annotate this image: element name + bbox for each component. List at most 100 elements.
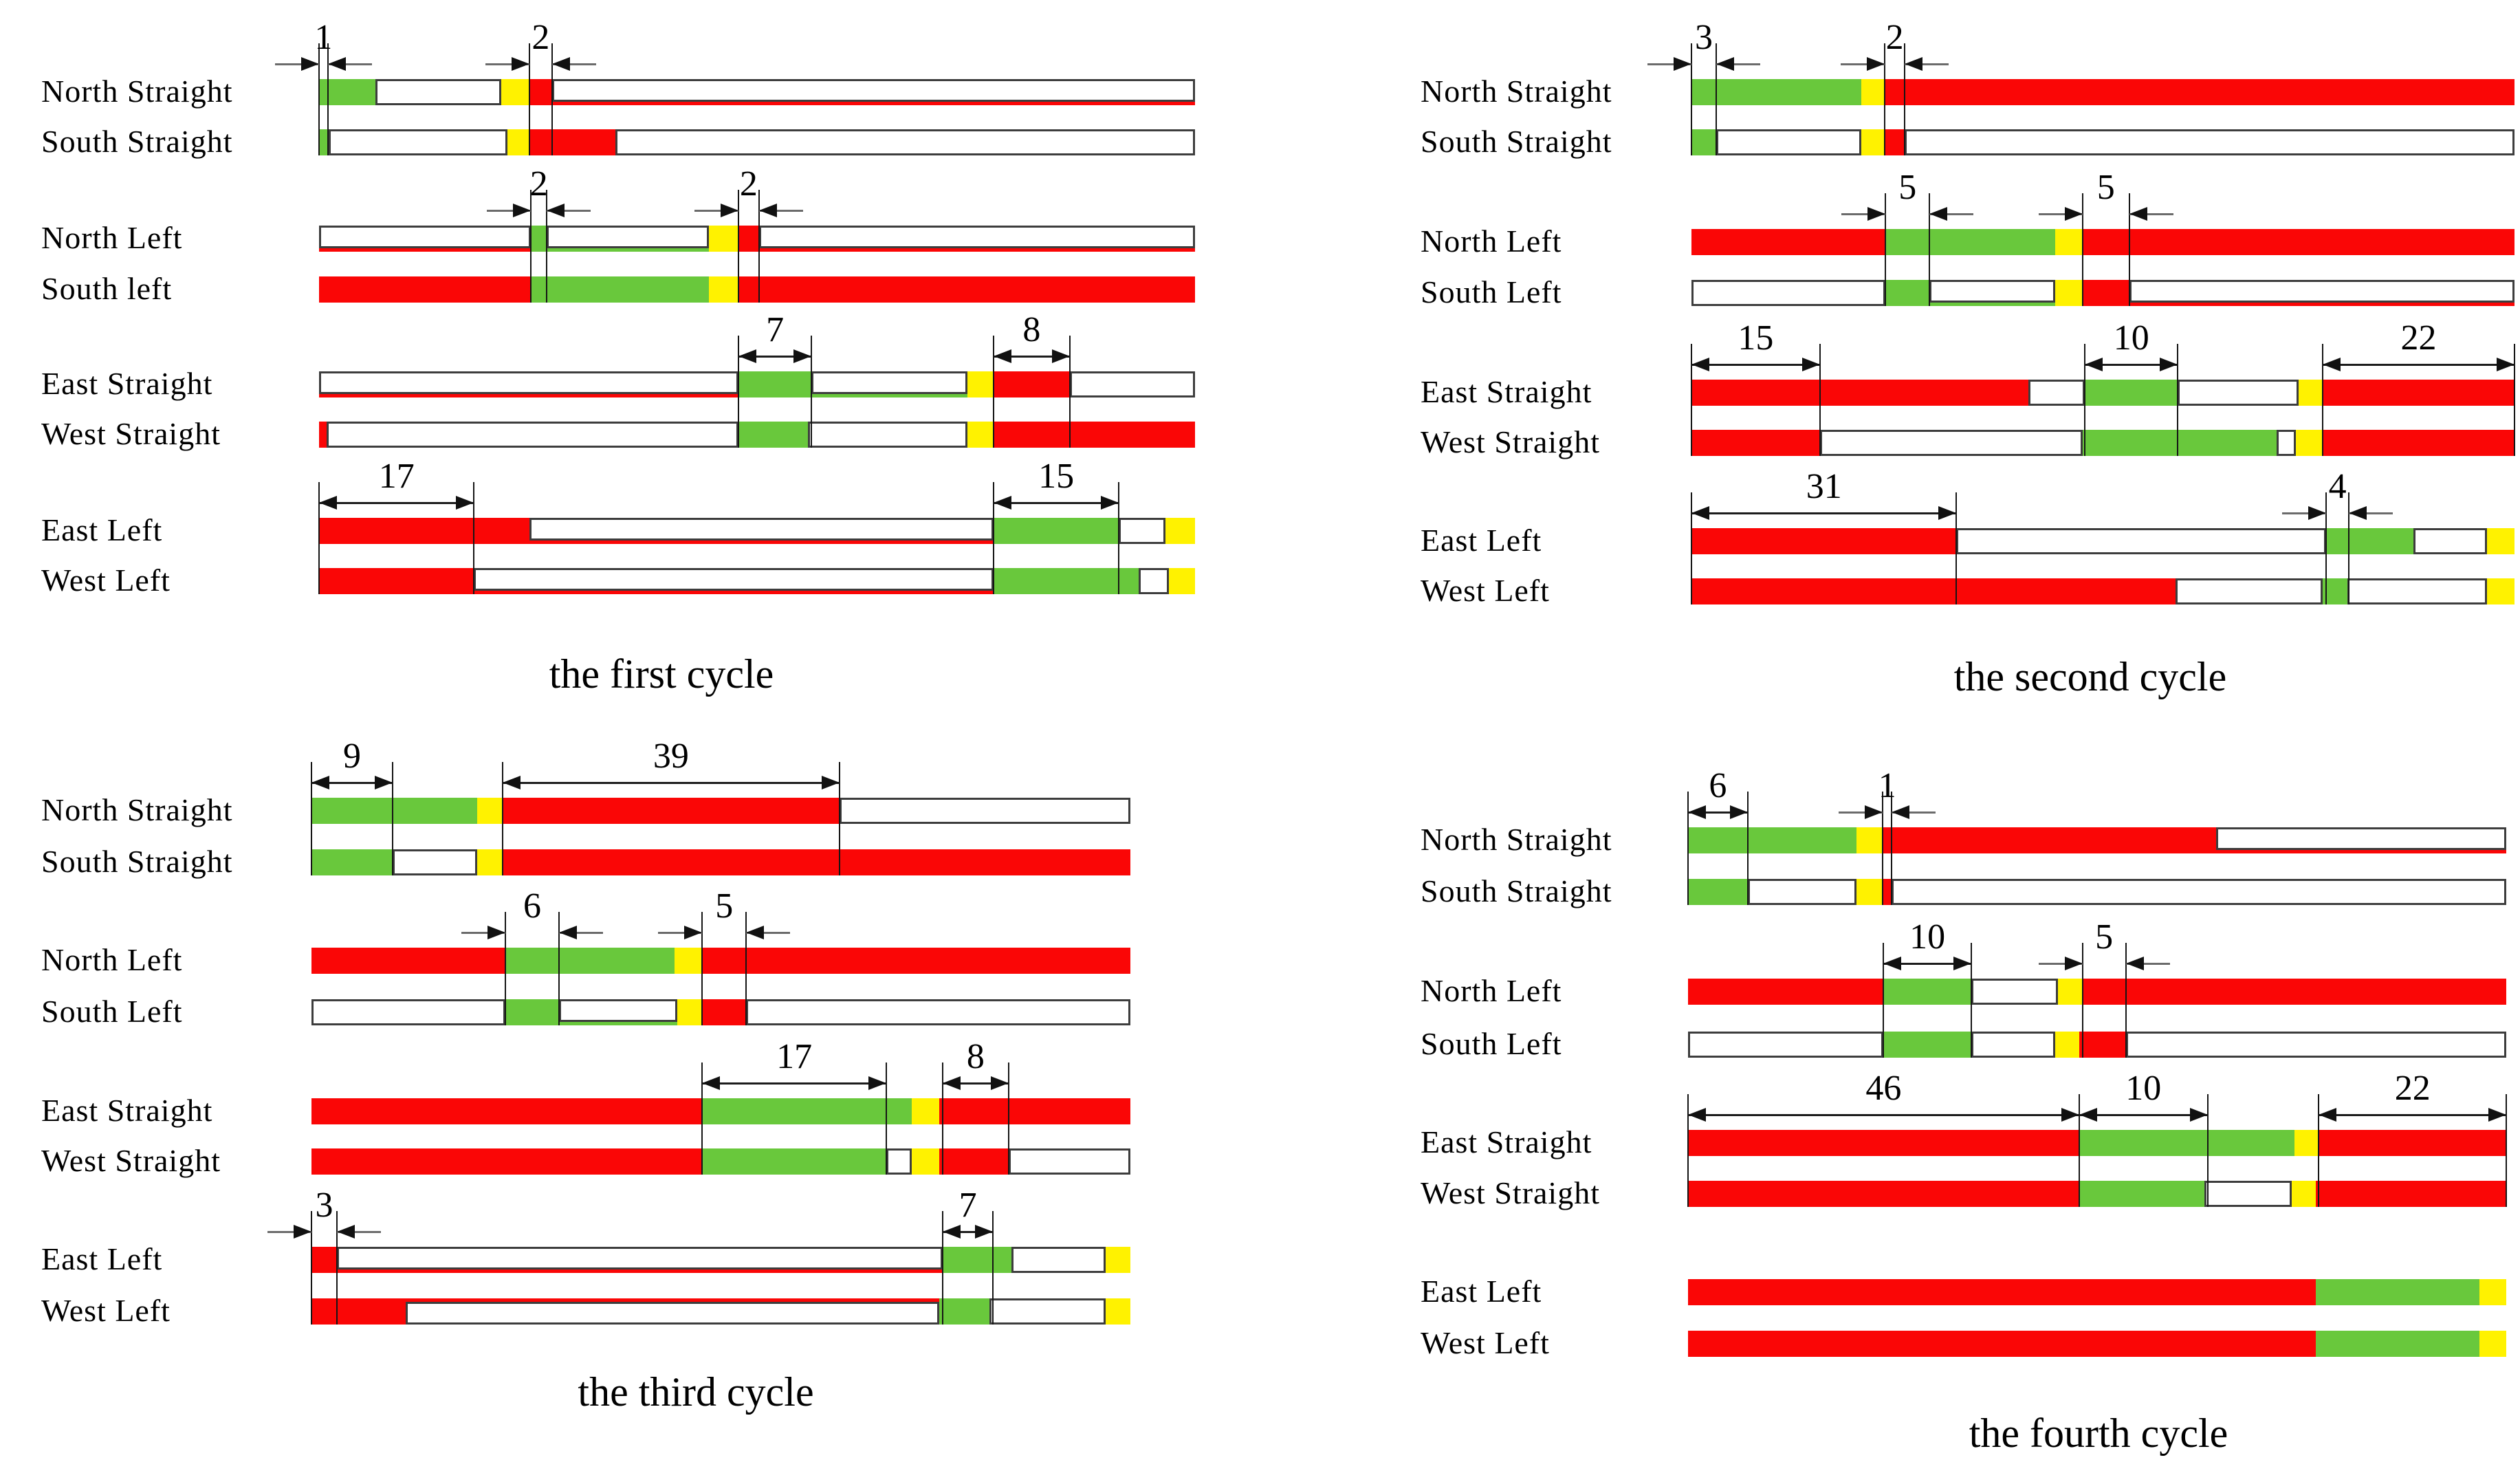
dimension-arrow-line bbox=[702, 1082, 887, 1085]
segment-clear bbox=[375, 79, 501, 105]
underline-red bbox=[2215, 850, 2506, 853]
dimension-extent-line bbox=[311, 1211, 312, 1325]
underline-red bbox=[2129, 303, 2514, 306]
dimension-value: 5 bbox=[2095, 917, 2114, 957]
row-label-east-straight: East Straight bbox=[41, 366, 213, 401]
segment-green bbox=[531, 226, 547, 252]
dimension-arrow-tail bbox=[758, 210, 803, 212]
row-label-west-straight: West Straight bbox=[41, 416, 221, 451]
arrowhead-left-icon bbox=[319, 496, 337, 510]
dimension-extent-line bbox=[2206, 1094, 2209, 1207]
arrowhead-right-icon bbox=[2064, 207, 2083, 221]
signal-bar bbox=[1688, 879, 2506, 905]
dimension-extent-line bbox=[530, 190, 532, 303]
dimension-extent-line bbox=[2514, 344, 2515, 456]
dimension-extent-line bbox=[1746, 792, 1749, 905]
arrowhead-right-icon bbox=[513, 204, 532, 217]
dimension-arrow-tail bbox=[275, 63, 319, 65]
segment-clear bbox=[1929, 280, 2056, 303]
segment-yellow bbox=[1106, 1298, 1130, 1325]
segment-clear bbox=[529, 518, 994, 541]
segment-green bbox=[2325, 528, 2413, 554]
dimension-value: 15 bbox=[1038, 457, 1075, 496]
arrowhead-right-icon bbox=[2189, 1108, 2208, 1122]
dimension-extent-line bbox=[2318, 1094, 2320, 1207]
dimension-extent-line bbox=[1691, 344, 1692, 456]
dimension-value: 2 bbox=[532, 18, 550, 57]
signal-bar bbox=[319, 422, 1195, 448]
signal-bar bbox=[311, 1247, 1130, 1273]
row-label-west-straight: West Straight bbox=[41, 1143, 221, 1178]
segment-red bbox=[2079, 1032, 2126, 1058]
dimension-arrow-tail bbox=[2125, 963, 2170, 965]
segment-green bbox=[311, 798, 477, 824]
segment-yellow bbox=[1856, 879, 1883, 905]
row-label-east-left: East Left bbox=[1421, 1274, 1542, 1309]
dimension-value: 31 bbox=[1806, 467, 1842, 506]
segment-green bbox=[939, 1298, 990, 1325]
segment-red bbox=[1688, 1181, 2079, 1207]
row-label-west-straight: West Straight bbox=[1421, 424, 1600, 459]
arrowhead-left-icon bbox=[702, 1076, 721, 1090]
segment-green bbox=[311, 849, 393, 875]
arrowhead-right-icon bbox=[2308, 506, 2326, 520]
segment-clear bbox=[319, 371, 739, 394]
signal-bar bbox=[319, 226, 1195, 252]
dimension-arrow-line bbox=[2079, 1114, 2208, 1116]
segment-red bbox=[2319, 1130, 2506, 1156]
signal-bar bbox=[311, 1098, 1130, 1124]
segment-green bbox=[738, 371, 811, 397]
segment-yellow bbox=[1168, 568, 1195, 594]
arrowhead-right-icon bbox=[374, 776, 393, 789]
arrowhead-left-icon bbox=[558, 926, 577, 939]
dimension-extent-line bbox=[318, 43, 320, 155]
dimension-extent-line bbox=[327, 43, 329, 155]
segment-clear bbox=[807, 422, 967, 448]
segment-red bbox=[1688, 979, 1884, 1005]
signal-bar bbox=[1688, 1032, 2506, 1058]
row-label-west-left: West Left bbox=[1421, 573, 1550, 608]
arrowhead-left-icon bbox=[993, 349, 1011, 363]
dimension-extent-line bbox=[1885, 193, 1887, 306]
segment-red bbox=[529, 79, 552, 105]
arrowhead-right-icon bbox=[684, 926, 703, 939]
row-label-south-straight: South Straight bbox=[1421, 873, 1612, 908]
signal-bar bbox=[1691, 430, 2514, 456]
row-label-south-left: South Left bbox=[1421, 1026, 1562, 1061]
arrowhead-left-icon bbox=[758, 204, 777, 217]
dimension-extent-line bbox=[558, 912, 560, 1025]
dimension-extent-line bbox=[701, 912, 703, 1025]
dimension-value: 1 bbox=[1878, 766, 1896, 805]
segment-clear bbox=[2215, 827, 2506, 850]
dimension-extent-line bbox=[1691, 43, 1692, 155]
dimension-extent-line bbox=[1007, 1063, 1009, 1175]
segment-red bbox=[311, 1098, 703, 1124]
signal-bar bbox=[319, 276, 1195, 303]
dimension-arrow-line bbox=[738, 356, 811, 358]
segment-clear bbox=[2125, 1032, 2506, 1058]
dimension-extent-line bbox=[738, 336, 740, 448]
row-label-west-left: West Left bbox=[1421, 1325, 1550, 1360]
dimension-extent-line bbox=[318, 482, 320, 594]
arrowhead-right-icon bbox=[1867, 57, 1885, 71]
segment-clear bbox=[1892, 879, 2506, 905]
segment-green bbox=[2315, 1279, 2479, 1305]
segment-red bbox=[993, 371, 1070, 397]
arrowhead-left-icon bbox=[993, 496, 1011, 510]
segment-red bbox=[2323, 380, 2514, 406]
segment-yellow bbox=[677, 999, 703, 1025]
dimension-value: 2 bbox=[739, 164, 758, 204]
segment-green bbox=[505, 999, 559, 1025]
segment-red bbox=[319, 422, 327, 448]
dimension-arrow-tail bbox=[1905, 63, 1949, 65]
signal-bar bbox=[1688, 1331, 2506, 1357]
segment-yellow bbox=[2479, 1279, 2506, 1305]
dimension-extent-line bbox=[2128, 193, 2130, 306]
dimension-value: 5 bbox=[1898, 168, 1917, 207]
dimension-value: 39 bbox=[653, 737, 689, 776]
segment-clear bbox=[2204, 1181, 2292, 1207]
arrowhead-right-icon bbox=[1051, 349, 1070, 363]
row-label-north-straight: North Straight bbox=[1421, 822, 1612, 857]
dimension-arrow-tail bbox=[694, 210, 739, 212]
segment-clear bbox=[1747, 879, 1857, 905]
